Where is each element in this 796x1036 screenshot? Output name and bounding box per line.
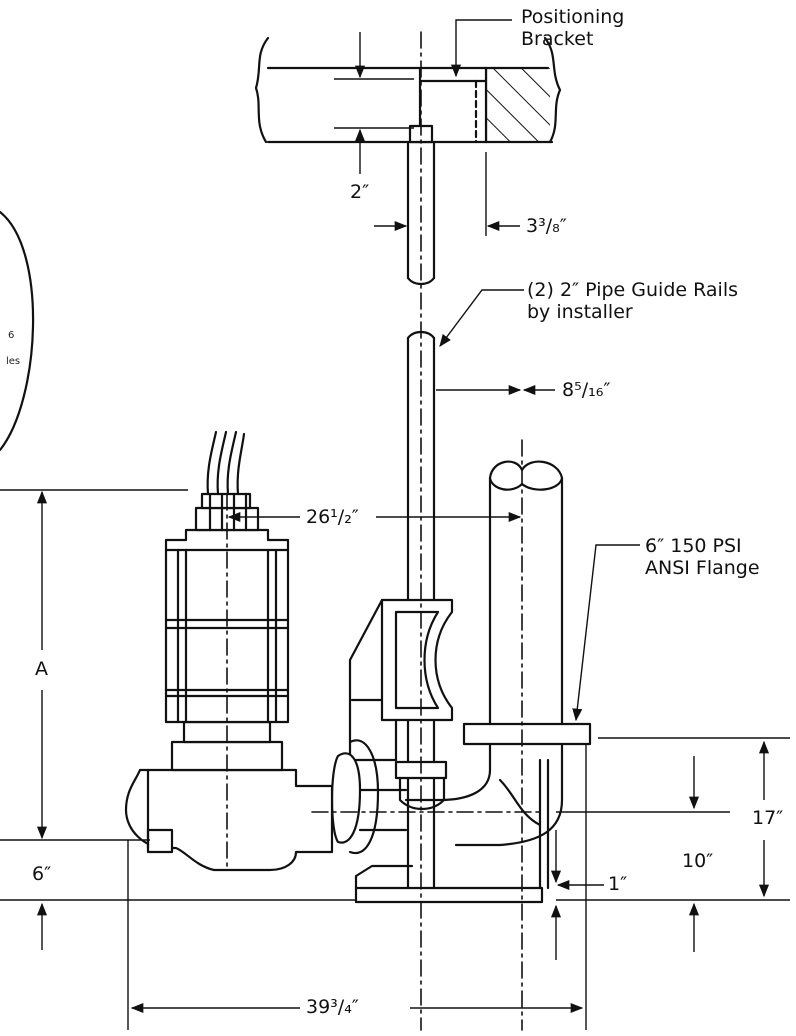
detail-circle-partial [0, 212, 33, 450]
label-flange-line1: 6″ 150 PSI [645, 535, 742, 557]
label-positioning-bracket-line1: Positioning [521, 6, 625, 28]
label-dim-26-1-2: 26¹/₂″ [306, 506, 359, 528]
discharge-flange [464, 724, 590, 744]
label-partial-left-2: les [6, 356, 21, 367]
centerlines [227, 32, 540, 1030]
label-dim-8-5-16: 8⁵/₁₆″ [562, 379, 611, 401]
label-dim-2in-top: 2″ [350, 181, 370, 203]
label-dim-39-3-4: 39³/₄″ [306, 996, 359, 1018]
label-dim-10in: 10″ [682, 850, 714, 872]
discharge-elbow [406, 744, 562, 888]
dimension-lines [0, 20, 790, 1030]
label-positioning-bracket-line2: Bracket [521, 28, 594, 50]
label-dim-6in: 6″ [32, 863, 52, 885]
label-guide-rails-line2: by installer [527, 301, 633, 323]
label-dim-3-3-8: 3³/₈″ [526, 215, 567, 237]
submersible-pump [126, 432, 332, 870]
label-flange-line2: ANSI Flange [645, 557, 760, 579]
label-guide-rails-line1: (2) 2″ Pipe Guide Rails [527, 279, 739, 301]
label-dim-A: A [35, 658, 48, 680]
discharge-riser-pipe [490, 462, 562, 724]
slab-hatch-section [486, 68, 550, 142]
label-dim-17in: 17″ [752, 807, 784, 829]
label-dim-1in: 1″ [608, 873, 628, 895]
label-partial-left-1: 6 [8, 330, 15, 341]
guide-claw [350, 600, 452, 809]
discharge-base-plate [356, 866, 542, 902]
guide-rail-upper [408, 142, 434, 284]
